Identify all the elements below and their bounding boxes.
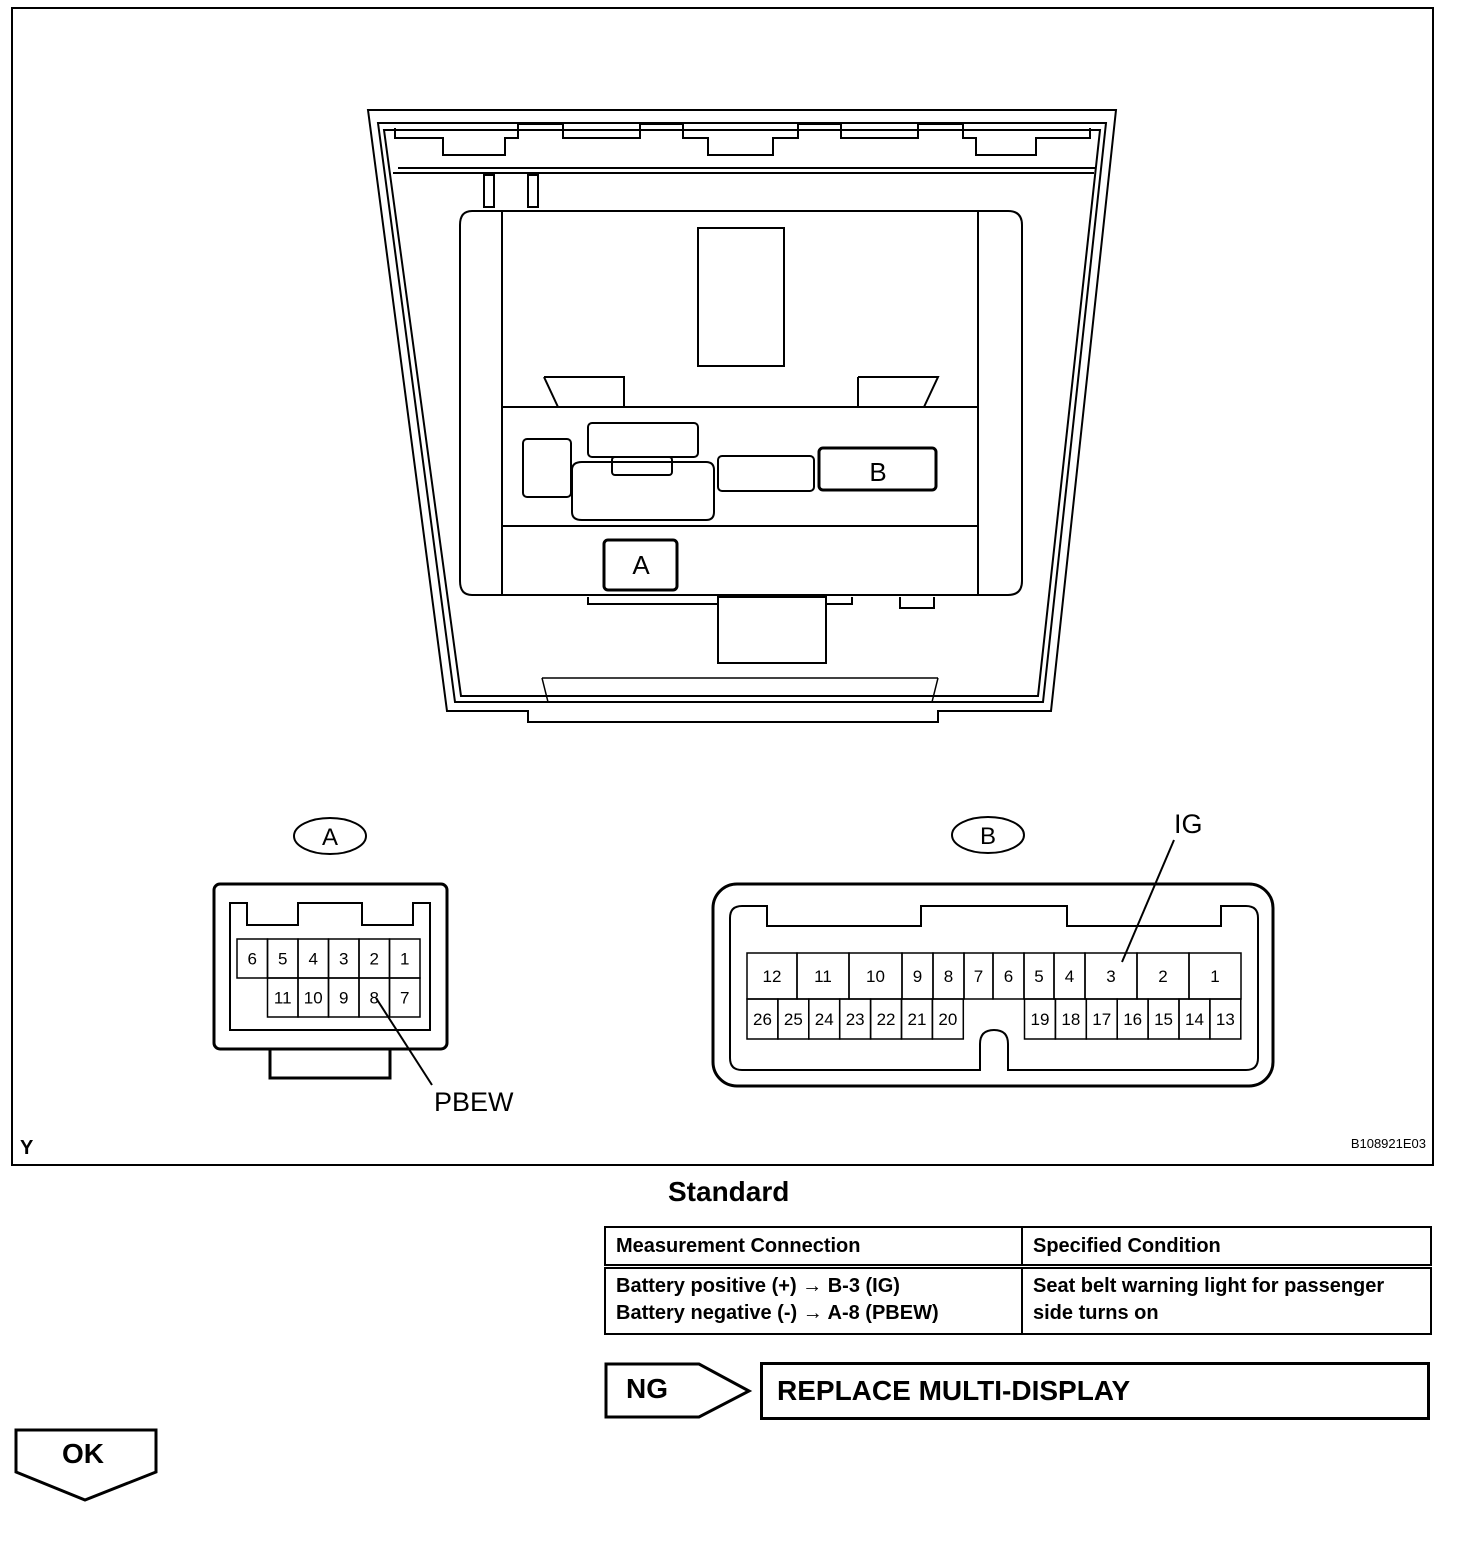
- standard-title: Standard: [668, 1176, 790, 1207]
- connector-b-pin-20: [931, 998, 965, 1040]
- connector-a-pin-10-label: 10: [304, 989, 323, 1008]
- connector-b-pin-19-label: 19: [1030, 1010, 1049, 1029]
- connector-a-pin-5-label: 5: [278, 950, 287, 969]
- connector-b-pin-9-label: 9: [913, 967, 922, 986]
- condition-line-2: side turns on: [1033, 1302, 1159, 1324]
- connection-line-negative: Battery negative (-) → A-8 (PBEW): [616, 1302, 939, 1324]
- connector-b-pin-1-label: 1: [1210, 967, 1219, 986]
- unit-connector-a-label: A: [632, 550, 650, 580]
- pbew-leader-line: [375, 997, 433, 1086]
- ok-arrow-tab[interactable]: [14, 1428, 160, 1504]
- connector-b-pin-14-label: 14: [1185, 1010, 1204, 1029]
- multi-display-unit: [366, 109, 1118, 723]
- connector-b-pin-16-label: 16: [1123, 1010, 1142, 1029]
- connector-b-pin-11-label: 11: [814, 967, 832, 986]
- corner-mark: Y: [20, 1137, 34, 1159]
- ig-leader-line: [1121, 839, 1175, 963]
- connector-b-pin-23-label: 23: [846, 1010, 865, 1029]
- connector-b-pin-4-label: 4: [1065, 967, 1074, 986]
- connector-b-pin-21-label: 21: [907, 1010, 926, 1029]
- connector-b-pin-26-label: 26: [753, 1010, 772, 1029]
- ng-action-box[interactable]: REPLACE MULTI-DISPLAY: [760, 1362, 1430, 1420]
- connector-b-pin-5-label: 5: [1034, 967, 1043, 986]
- connector-b-pin-10-label: 10: [866, 967, 885, 986]
- connector-b-pin-24-label: 24: [815, 1010, 834, 1029]
- condition-line-1: Seat belt warning light for passenger: [1033, 1275, 1385, 1297]
- connector-b-pin-7-label: 7: [974, 967, 983, 986]
- connector-b-pin-20-label: 20: [938, 1010, 957, 1029]
- connector-a-pin-7: [388, 977, 421, 1018]
- standard-table: Measurement Connection Specified Conditi…: [604, 1226, 1432, 1335]
- connector-a-pin-4-label: 4: [309, 950, 318, 969]
- unit-connector-b-label: B: [869, 457, 886, 487]
- connector-b-pin-17-label: 17: [1092, 1010, 1111, 1029]
- figure-code: B108921E03: [1351, 1136, 1426, 1151]
- ng-arrow-tab[interactable]: [604, 1362, 754, 1422]
- connector-b-pin-3-label: 3: [1106, 967, 1115, 986]
- connector-a-pin-8-label: 8: [370, 989, 379, 1008]
- connector-b-pin-18-label: 18: [1061, 1010, 1080, 1029]
- connector-a-pin-9-label: 9: [339, 989, 348, 1008]
- unit-connector-b: [817, 446, 938, 492]
- connector-a-pin-11-label: 11: [274, 989, 292, 1008]
- connector-b-pin-22-label: 22: [877, 1010, 896, 1029]
- connector-a-pin-7-label: 7: [400, 989, 409, 1008]
- connector-b-pin-2-label: 2: [1158, 967, 1167, 986]
- connector-b-pin-6-label: 6: [1004, 967, 1013, 986]
- connector-b-badge-label: B: [980, 823, 996, 850]
- connection-line-positive: Battery positive (+) → B-3 (IG): [616, 1275, 900, 1297]
- table-row: Battery positive (+) → B-3 (IG) Battery …: [604, 1265, 1432, 1335]
- connector-b-pin-13: [1209, 998, 1242, 1040]
- header-specified-condition: Specified Condition: [1021, 1226, 1432, 1268]
- figure-frame: [11, 7, 1434, 1166]
- connector-b-pin-13-label: 13: [1216, 1010, 1235, 1029]
- connector-b-pin-12-label: 12: [763, 967, 782, 986]
- connector-a-badge: [293, 817, 367, 855]
- unit-connector-a: [602, 538, 679, 592]
- connector-b-badge: [951, 816, 1025, 854]
- ng-action-text: REPLACE MULTI-DISPLAY: [777, 1375, 1131, 1406]
- connector-b-pin-25-label: 25: [784, 1010, 803, 1029]
- ok-label: OK: [62, 1438, 104, 1469]
- table-header-row: Measurement Connection Specified Conditi…: [604, 1226, 1432, 1268]
- header-measurement-connection: Measurement Connection: [604, 1226, 1023, 1268]
- cell-specified-condition: Seat belt warning light for passenger si…: [1021, 1265, 1432, 1335]
- connector-a-badge-label: A: [322, 824, 338, 851]
- ng-label: NG: [626, 1373, 668, 1404]
- connector-b-pin-8-label: 8: [944, 967, 953, 986]
- ig-callout: IG: [1174, 809, 1203, 839]
- connector-a-pin-2-label: 2: [370, 950, 379, 969]
- connector-a-pin-1-label: 1: [400, 950, 409, 969]
- pbew-callout: PBEW: [434, 1087, 514, 1117]
- cell-measurement-connection: Battery positive (+) → B-3 (IG) Battery …: [604, 1265, 1023, 1335]
- connector-a-pin-6-label: 6: [248, 950, 257, 969]
- connector-b-pin-15-label: 15: [1154, 1010, 1173, 1029]
- connector-a-pin-3-label: 3: [339, 950, 348, 969]
